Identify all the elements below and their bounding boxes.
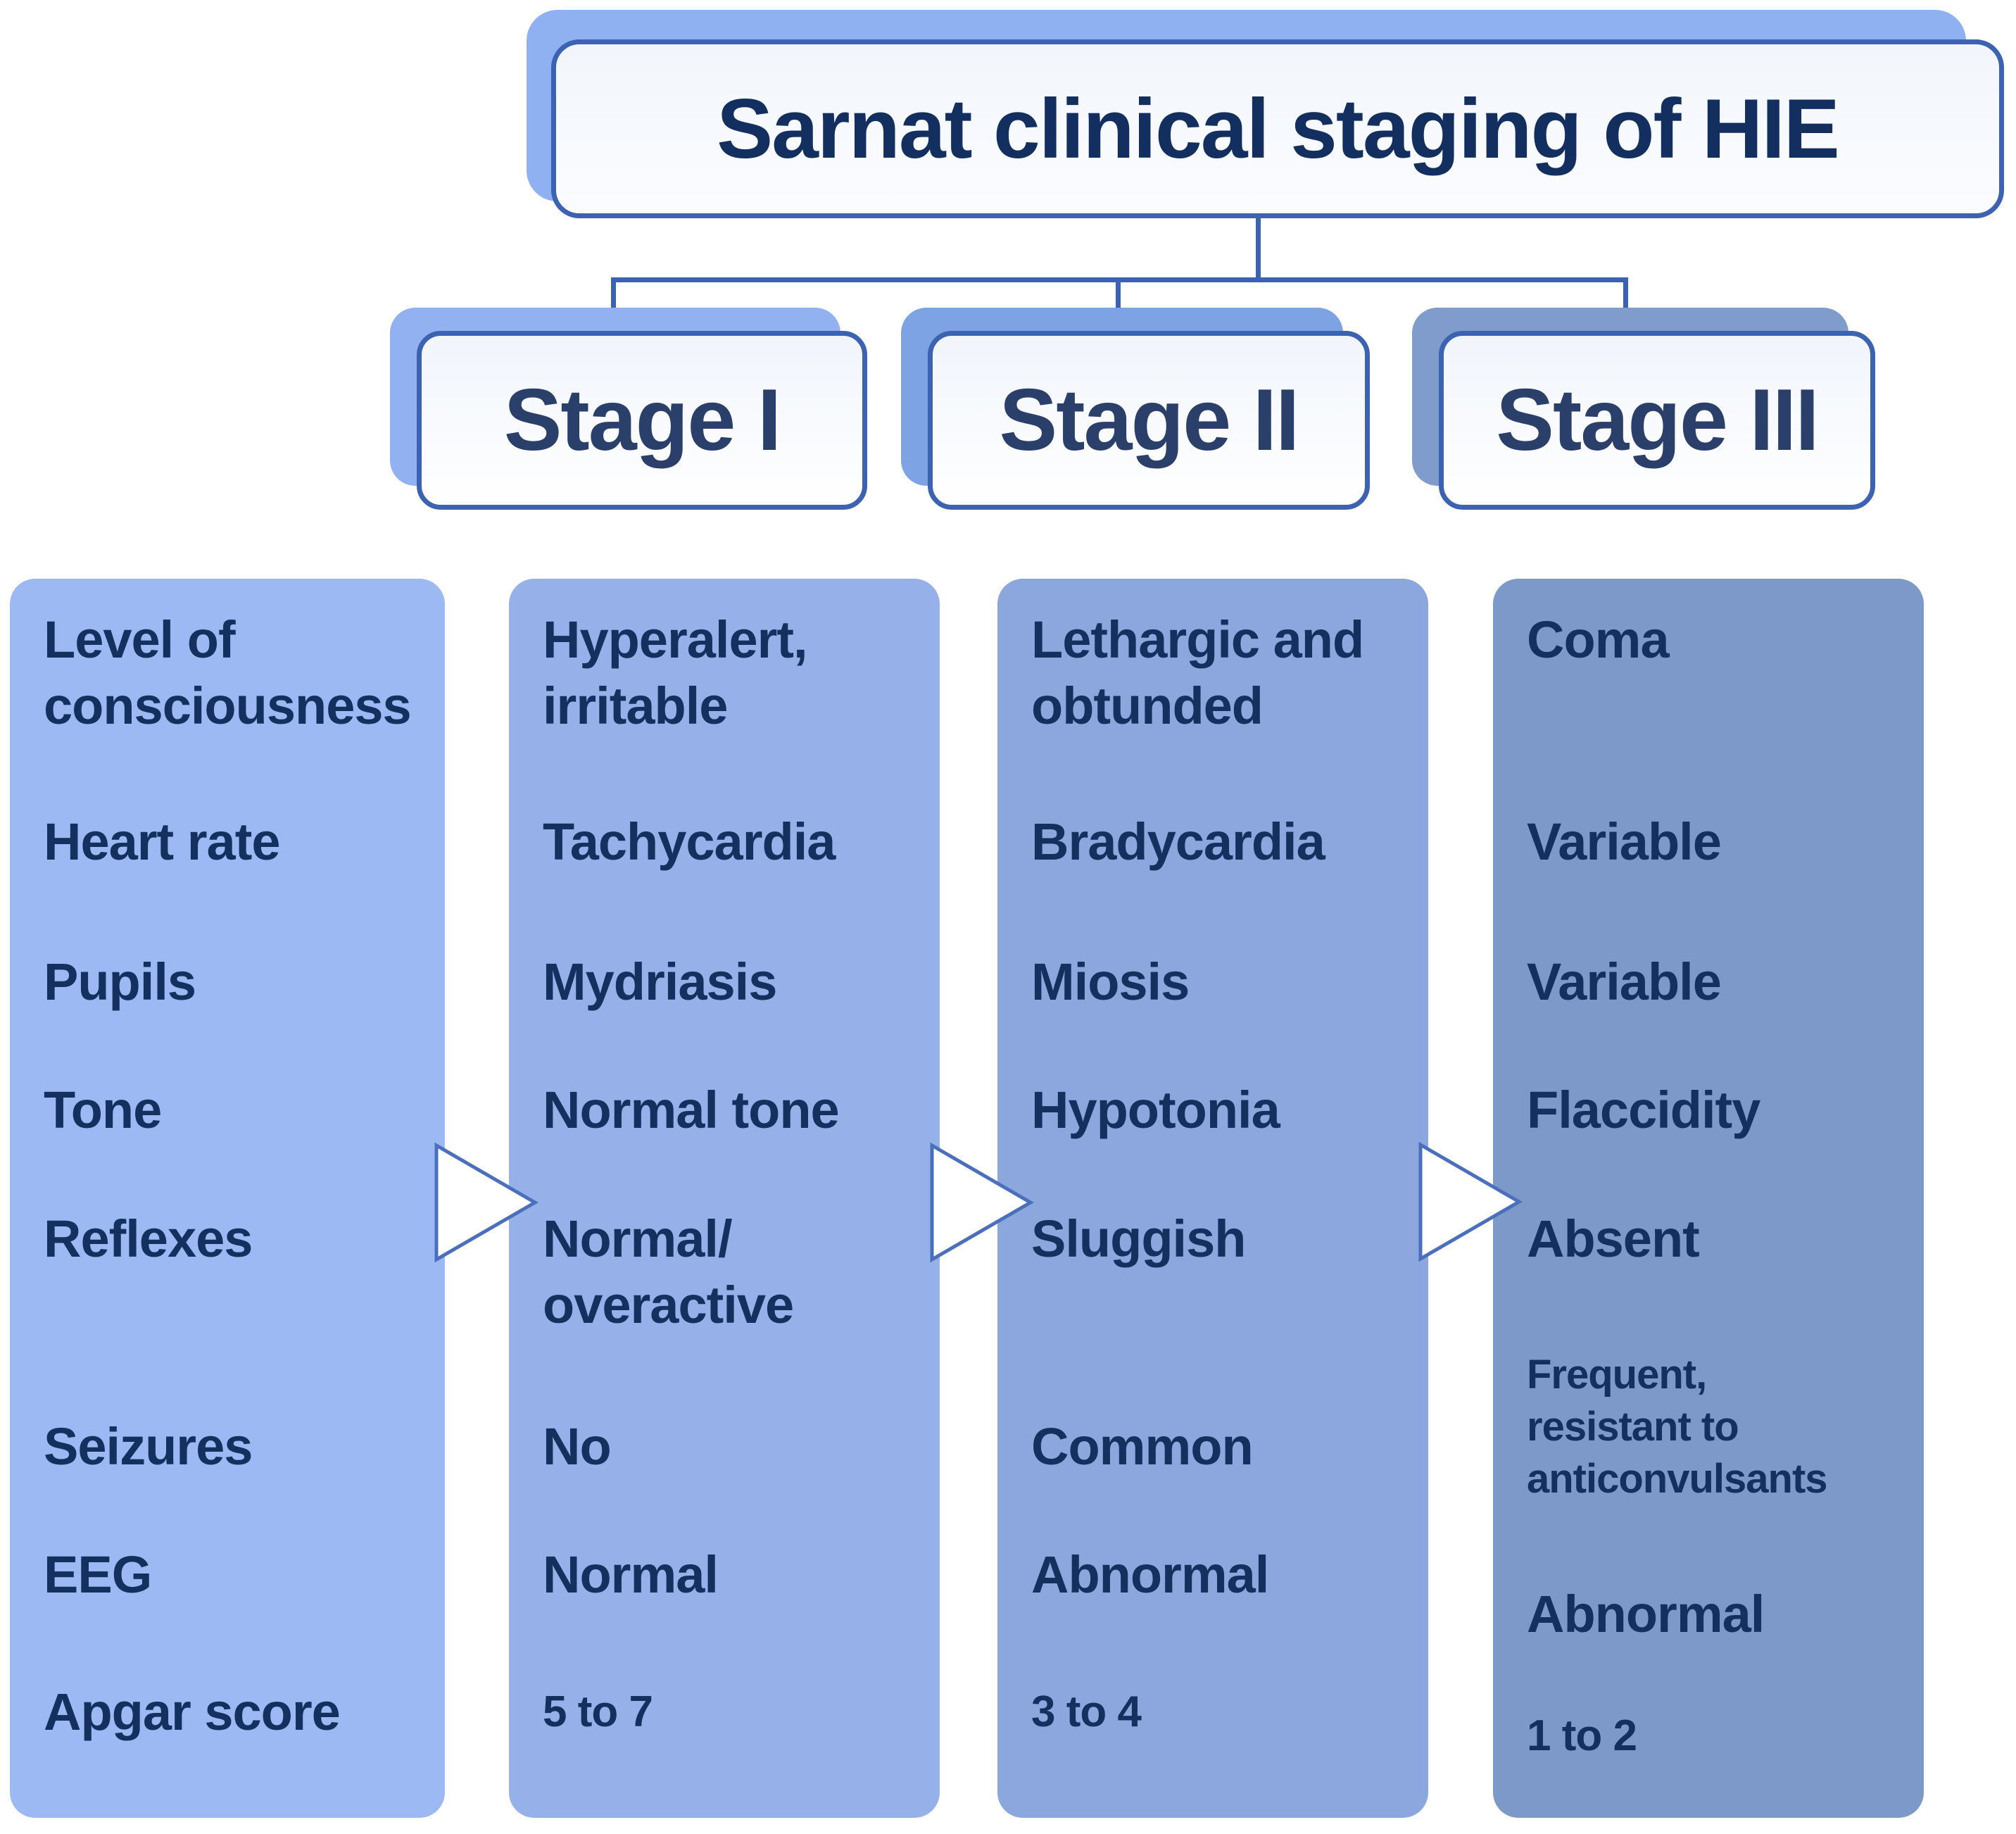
stage3-label: Stage III [1496, 372, 1819, 469]
connector-drop-stage1 [611, 277, 616, 318]
stage2-value-consciousness: Lethargic and obtunded [1031, 610, 1364, 735]
stage2-value-eeg: Abnormal [1031, 1545, 1269, 1604]
stage1-value-tone: Normal tone [543, 1081, 840, 1139]
stage2-value-heart-rate: Bradycardia [1031, 812, 1325, 871]
stage1-value-heart-rate: Tachycardia [543, 812, 836, 871]
stage1-value-eeg: Normal [543, 1545, 719, 1604]
criteria-cell-seizures: Seizures [44, 1417, 253, 1476]
stage3-value-consciousness: Coma [1527, 610, 1670, 669]
criteria-cell-consciousness: Level of consciousness [44, 610, 412, 735]
criteria-cell-apgar: Apgar score [44, 1683, 341, 1741]
stage1-value-consciousness: Hyperalert, irritable [543, 610, 808, 735]
stage1-value-reflexes: Normal/ overactive [543, 1210, 794, 1334]
stage2-column: Lethargic and obtunded Bradycardia Miosi… [997, 579, 1428, 1818]
criteria-column: Level of consciousness Heart rate Pupils… [10, 579, 445, 1818]
stage1-label: Stage I [503, 372, 782, 469]
criteria-cell-reflexes: Reflexes [44, 1210, 253, 1268]
arrow-right-icon [930, 1142, 1034, 1263]
criteria-cell-eeg: EEG [44, 1545, 152, 1604]
stage1-card: Stage I [417, 331, 867, 510]
stage2-value-pupils: Miosis [1031, 953, 1190, 1011]
stage1-value-apgar: 5 to 7 [543, 1688, 653, 1736]
stage2-value-reflexes: Sluggish [1031, 1210, 1246, 1268]
connector-title-stub [1256, 217, 1261, 282]
stage1-value-seizures: No [543, 1417, 612, 1476]
stage3-value-tone: Flaccidity [1527, 1081, 1760, 1139]
stage1-value-pupils: Mydriasis [543, 953, 777, 1011]
stage2-card: Stage II [928, 331, 1370, 510]
stage3-column: Coma Variable Variable Flaccidity Absent… [1493, 579, 1924, 1818]
criteria-cell-tone: Tone [44, 1081, 162, 1139]
stage3-card: Stage III [1439, 331, 1875, 510]
criteria-cell-heart-rate: Heart rate [44, 812, 281, 871]
page-title: Sarnat clinical staging of HIE [717, 82, 1840, 176]
stage3-value-reflexes: Absent [1527, 1210, 1700, 1268]
connector-drop-stage3 [1623, 277, 1628, 318]
stage2-value-apgar: 3 to 4 [1031, 1688, 1142, 1736]
stage3-value-pupils: Variable [1527, 953, 1722, 1011]
stage2-label: Stage II [999, 372, 1299, 469]
stage2-value-seizures: Common [1031, 1417, 1254, 1476]
stage1-column: Hyperalert, irritable Tachycardia Mydria… [509, 579, 940, 1818]
stage2-value-tone: Hypotonia [1031, 1081, 1280, 1139]
connector-drop-stage2 [1116, 277, 1121, 318]
criteria-cell-pupils: Pupils [44, 953, 196, 1011]
title-card: Sarnat clinical staging of HIE [551, 39, 2004, 218]
stage3-value-apgar: 1 to 2 [1527, 1711, 1637, 1760]
arrow-right-icon [1418, 1141, 1523, 1262]
arrow-right-icon [434, 1142, 538, 1263]
stage3-value-seizures: Frequent, resistant to anticonvulsants [1527, 1352, 1828, 1502]
stage3-value-eeg: Abnormal [1527, 1585, 1765, 1643]
stage3-value-heart-rate: Variable [1527, 812, 1722, 871]
